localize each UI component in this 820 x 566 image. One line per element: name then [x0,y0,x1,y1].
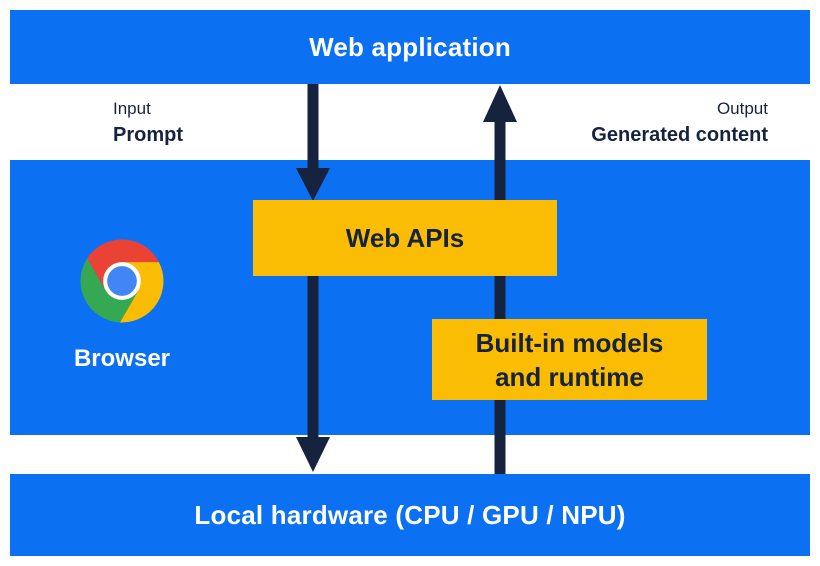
local-hardware-label: Local hardware (CPU / GPU / NPU) [194,499,626,530]
input-caption: Input [113,99,151,118]
browser-label: Browser [73,345,171,372]
local-hardware-bar: Local hardware (CPU / GPU / NPU) [10,474,810,556]
chrome-logo-icon [80,239,164,323]
output-caption: Output [716,99,768,118]
output-value-label: Generated content [591,124,768,146]
output-label-group: Output Generated content [591,96,768,149]
builtin-models-line2: and runtime [495,361,644,392]
web-apis-label: Web APIs [345,223,465,253]
web-application-bar: Web application [10,10,810,84]
web-application-label: Web application [309,31,511,62]
builtin-models-line1: Built-in models [475,327,664,358]
builtin-models-box: Built-in models and runtime [432,319,707,400]
input-label-group: Input Prompt [113,96,183,149]
browser-block: Browser [37,236,207,373]
web-apis-box: Web APIs [253,200,557,276]
input-value-label: Prompt [113,124,183,146]
